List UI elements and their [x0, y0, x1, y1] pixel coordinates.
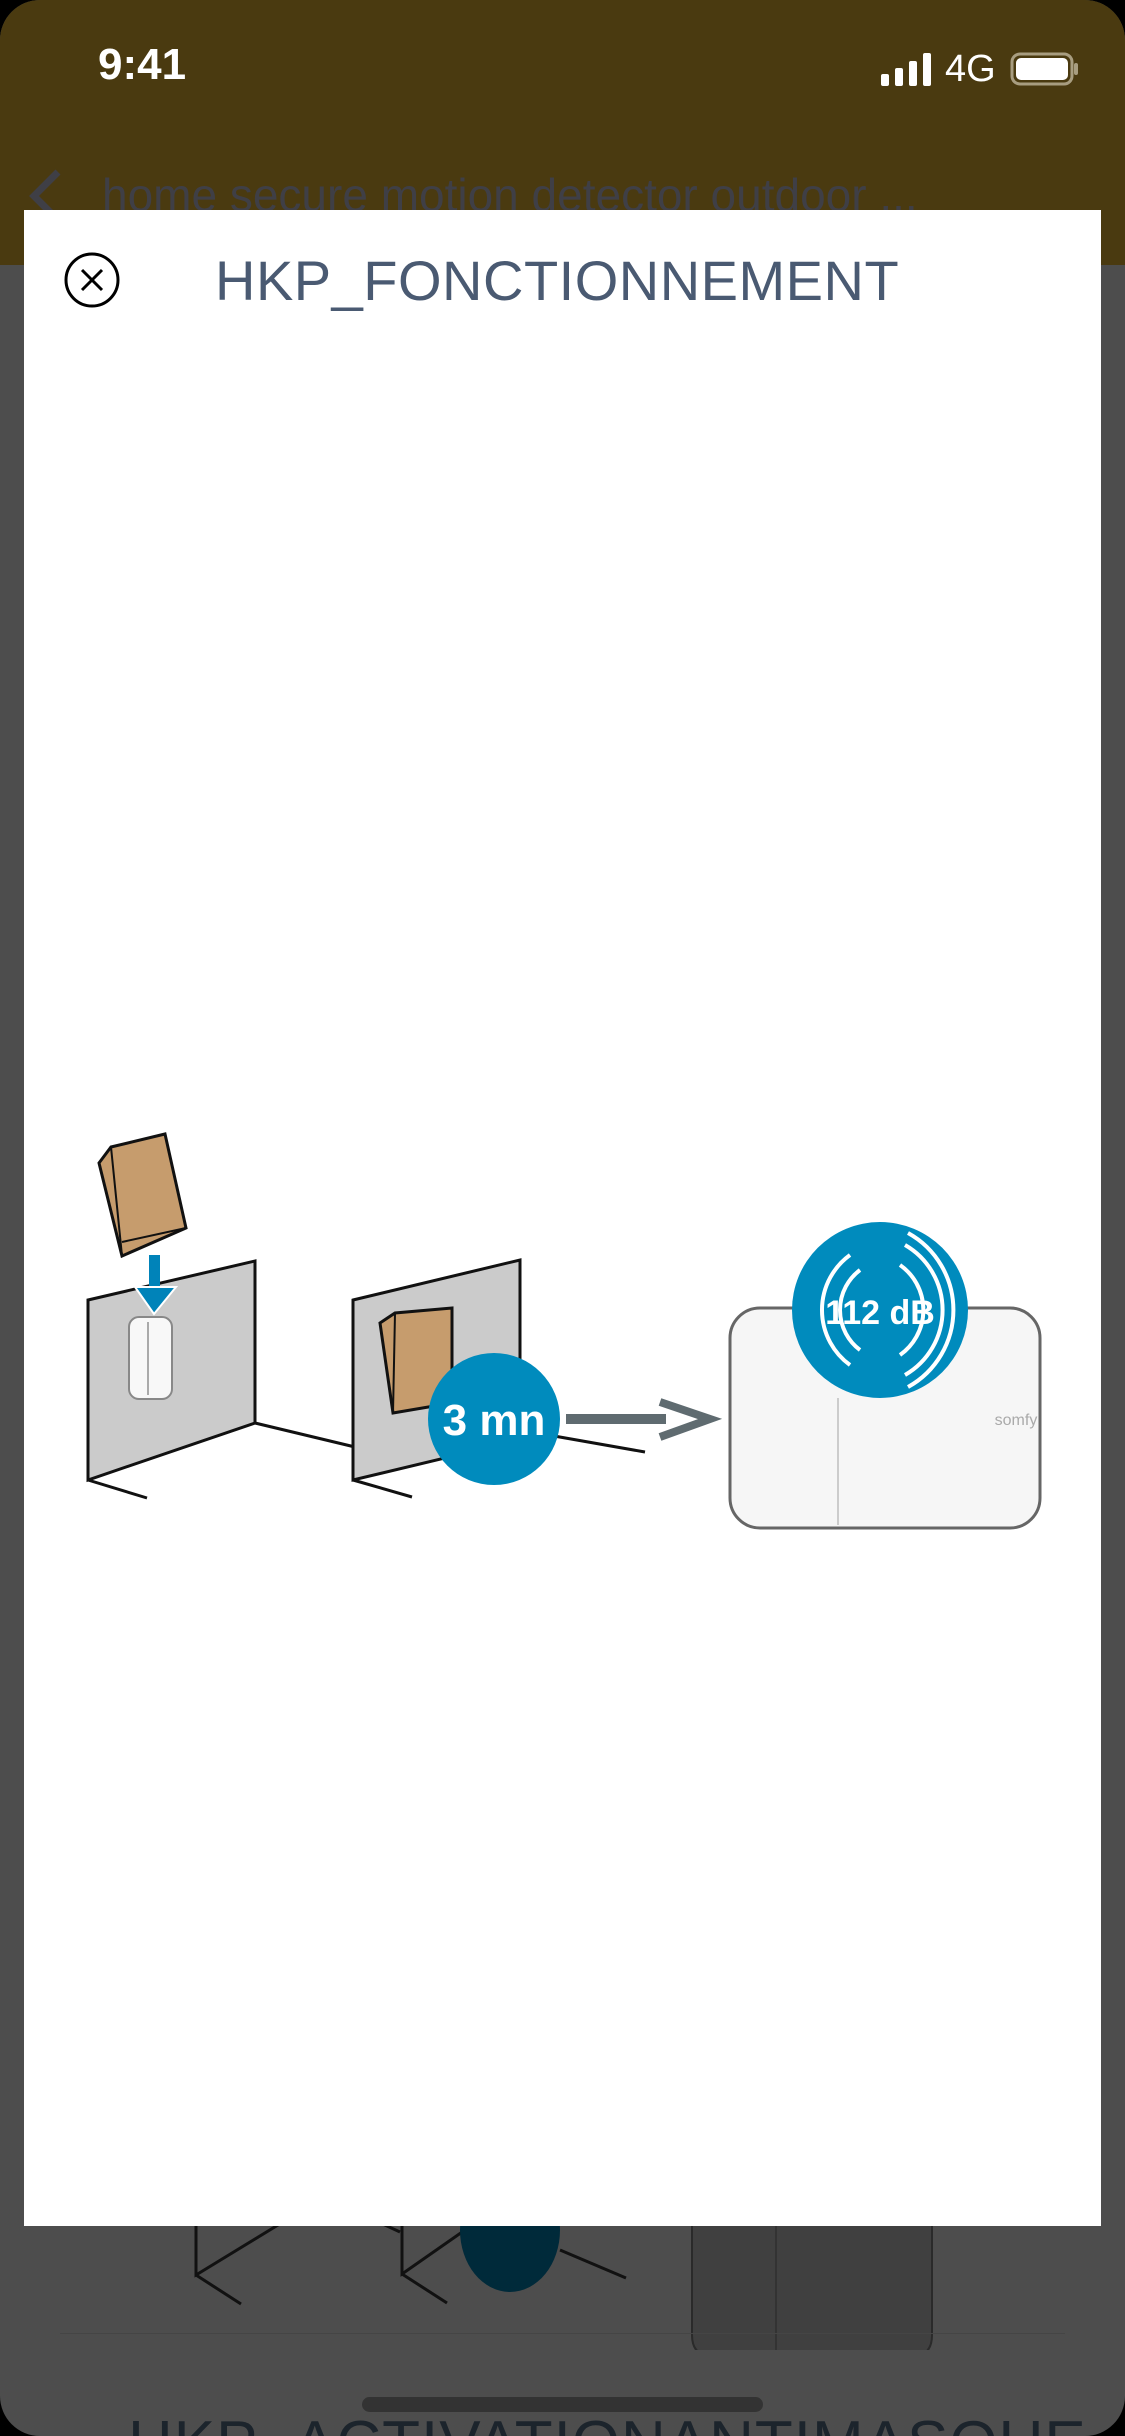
battery-icon: [1010, 52, 1078, 86]
next-section-title: HKP_ACTIVATIONANTIMASQUE: [128, 2408, 1087, 2436]
home-indicator[interactable]: [362, 2397, 763, 2412]
timer-label: 3 mn: [443, 1396, 546, 1445]
status-time: 9:41: [98, 40, 187, 89]
modal-title: HKP_FONCTIONNEMENT: [215, 249, 900, 312]
alarm-siren-device: somfy: [728, 1306, 1042, 1530]
close-icon[interactable]: [63, 251, 121, 309]
brand-label: somfy: [995, 1412, 1038, 1429]
divider: [60, 2333, 1065, 2334]
sound-badge: 112 dB: [792, 1222, 968, 1398]
signal-icon: [881, 53, 931, 86]
right-arrow-icon: [566, 1398, 723, 1441]
network-type: 4G: [945, 48, 996, 90]
timer-badge: 3 mn: [428, 1353, 560, 1485]
sound-label: 112 dB: [825, 1294, 935, 1332]
motion-detector: [128, 1316, 173, 1400]
sound-waves-icon: [820, 1231, 956, 1389]
falling-box: [97, 1132, 188, 1259]
image-modal: HKP_FONCTIONNEMENT: [24, 210, 1101, 2226]
down-arrow-icon: [133, 1255, 179, 1316]
operation-illustration: 3 mn somfy 112 dB: [86, 1132, 1042, 1530]
